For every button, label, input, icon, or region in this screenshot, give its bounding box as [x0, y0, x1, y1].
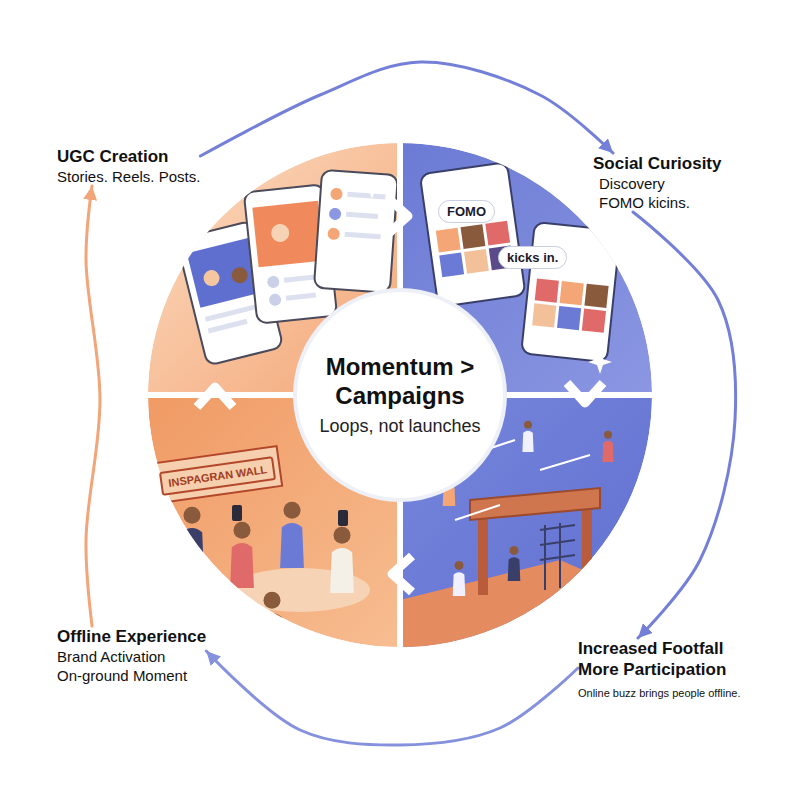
avatar-dot — [329, 208, 342, 221]
photo-face — [202, 268, 221, 287]
feed-tile — [557, 306, 581, 330]
sparkle — [588, 350, 612, 374]
feed-tile — [439, 252, 464, 277]
phone-line — [208, 319, 248, 334]
feed-tile — [485, 221, 510, 246]
loop-arrow — [206, 651, 578, 745]
node-heading: Social Curiosity — [593, 153, 721, 174]
phone-feed — [521, 222, 620, 362]
node-body: Online buzz brings people offline. — [578, 686, 740, 701]
stage-label: Increased FootfallMore ParticipationOnli… — [578, 638, 740, 701]
flow-chevron — [197, 387, 233, 407]
loop-arrow — [200, 62, 613, 156]
gate-grille — [540, 523, 575, 590]
quadrant-dividers — [145, 140, 655, 650]
flow-chevron — [567, 383, 603, 403]
phone-line — [286, 293, 316, 301]
feed-tile — [461, 224, 486, 249]
avatar-dot — [330, 188, 343, 201]
gate-arch — [470, 488, 600, 520]
phone-line — [205, 303, 261, 321]
person — [260, 592, 284, 658]
node-heading: UGC Creation — [57, 146, 200, 167]
loop-arrow — [86, 186, 100, 626]
feed-tile — [436, 228, 461, 253]
person — [453, 561, 466, 596]
held-phone — [232, 505, 242, 521]
stage-label: Social CuriosityDiscoveryFOMO kicins. — [593, 153, 721, 212]
feed-tile — [464, 249, 489, 274]
feed-tile — [532, 303, 556, 327]
phone-feed — [420, 162, 526, 307]
phone-photo — [252, 201, 324, 268]
wall-sign — [148, 446, 282, 504]
phone-body — [521, 222, 620, 362]
flow-chevron — [388, 198, 408, 234]
person — [508, 546, 521, 581]
person — [330, 527, 354, 593]
held-phone — [338, 510, 348, 526]
person — [180, 507, 204, 573]
sparkle — [599, 540, 621, 562]
sparkle — [360, 175, 384, 199]
loop-arrow — [633, 212, 736, 638]
node-heading: Momentum > Campaigns — [305, 352, 495, 410]
avatar-dot — [267, 275, 280, 288]
node-heading: Increased Footfall — [578, 638, 740, 659]
phone-body — [314, 170, 398, 293]
speech-bubble: kicks in. — [498, 246, 567, 269]
node-body: Stories. Reels. Posts. — [57, 167, 200, 186]
person — [205, 577, 229, 643]
node-heading: Offline Experience — [57, 626, 206, 647]
circle-fill — [297, 292, 503, 498]
person — [522, 421, 533, 452]
avatar-dot — [269, 293, 282, 306]
phone-line — [345, 232, 381, 239]
person — [280, 502, 304, 568]
feed-tile — [584, 284, 608, 308]
node-body: FOMO kicins. — [593, 193, 721, 212]
stage-label: Offline ExperienceBrand ActivationOn-gro… — [57, 626, 206, 685]
person — [602, 431, 613, 462]
flow-chevron — [392, 556, 412, 592]
center-circle: Momentum > CampaignsLoops, not launches — [292, 287, 508, 503]
node-body: More Participation — [578, 659, 740, 680]
photo-face — [270, 223, 290, 243]
node-body: Discovery — [593, 174, 721, 193]
node-body: Loops, not launches — [319, 414, 480, 438]
phone-line — [346, 212, 378, 219]
feed-tile — [582, 309, 606, 333]
stage-label: UGC CreationStories. Reels. Posts. — [57, 146, 200, 186]
circle-halo — [293, 288, 507, 502]
feed-tile — [560, 281, 584, 305]
phone-body — [420, 162, 526, 307]
phone-line — [347, 192, 385, 200]
avatar-dot — [327, 227, 340, 240]
speech-bubble: FOMO — [438, 200, 495, 223]
node-body: On-ground Moment — [57, 666, 206, 685]
photo-face — [230, 266, 249, 285]
node-body: Brand Activation — [57, 647, 206, 666]
phone-screen — [314, 170, 398, 293]
feed-tile — [535, 278, 559, 302]
person — [230, 522, 254, 588]
